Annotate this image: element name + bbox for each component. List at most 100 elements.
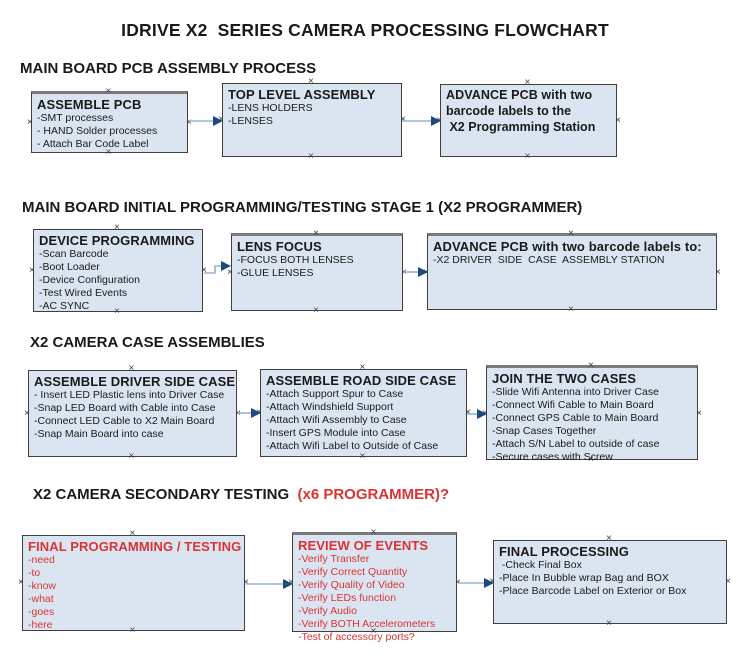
box-item: -Connect GPS Cable to Main Board [492,412,659,424]
box-device-programming[interactable]: DEVICE PROGRAMMING -Scan Barcode -Boot L… [29,223,207,317]
connection-point-icon: × [568,304,574,315]
box-title: FINAL PROCESSING [499,544,629,559]
box-item: -Verify Quality of Video [298,579,405,591]
box-item: -Place Barcode Label on Exterior or Box [499,585,687,597]
connection-point-icon: × [129,528,136,539]
box-final-programming-testing[interactable]: FINAL PROGRAMMING / TESTING -need -to -k… [18,529,249,636]
box-review-of-events[interactable]: REVIEW OF EVENTS -Verify Transfer -Verif… [288,527,461,644]
section-heading-case-assemblies: X2 CAMERA CASE ASSEMBLIES [30,334,265,351]
box-item: -AC SYNC [39,300,90,312]
box-title: REVIEW OF EVENTS [298,538,429,553]
connection-point-icon: × [313,228,319,239]
box-assemble-road-side-case[interactable]: ASSEMBLE ROAD SIDE CASE -Attach Support … [256,363,471,462]
box-title: TOP LEVEL ASSEMBLY [228,87,376,102]
box-item: -Slide Wifi Antenna into Driver Case [492,386,659,398]
connection-point-icon: × [105,86,112,97]
box-item: - HAND Solder processes [37,125,158,137]
box-item: -LENS HOLDERS [228,102,313,114]
box-item: -Test Wired Events [39,287,128,299]
box-top-level-assembly[interactable]: TOP LEVEL ASSEMBLY -LENS HOLDERS -LENSES… [218,77,406,162]
box-item: -LENSES [228,115,273,127]
box-title: LENS FOCUS [237,239,322,254]
connection-point-icon: × [359,451,366,462]
connection-point-icon: × [725,576,731,587]
box-item: X2 Programming Station [446,120,596,134]
connection-point-icon: × [128,363,135,374]
box-item: -here [28,619,53,631]
section-heading-secondary-testing: X2 CAMERA SECONDARY TESTING (x6 PROGRAMM… [33,486,449,503]
box-item: -Connect Wifi Cable to Main Board [492,399,654,411]
page-title: IDRIVE X2 SERIES CAMERA PROCESSING FLOWC… [121,20,609,40]
box-item: -Verify BOTH Accelerometers [298,618,436,630]
box-title: ASSEMBLE ROAD SIDE CASE [266,373,457,388]
box-join-the-two-cases[interactable]: JOIN THE TWO CASES -Slide Wifi Antenna i… [482,360,702,465]
box-lens-focus[interactable]: LENS FOCUS -FOCUS BOTH LENSES -GLUE LENS… [227,228,407,316]
heading-red-part: (x6 PROGRAMMER)? [297,486,450,503]
connection-point-icon: × [313,305,319,316]
box-title: ASSEMBLE PCB [37,97,142,112]
box-title: ADVANCE PCB with two [446,88,593,102]
box-advance-pcb-programming-station[interactable]: ADVANCE PCB with two barcode labels to t… [436,78,621,162]
box-title: JOIN THE TWO CASES [492,371,637,386]
connection-point-icon: × [524,77,531,88]
connection-point-icon: × [715,266,721,278]
box-item: -to [28,567,41,579]
connection-point-icon: × [615,114,621,126]
box-item: -Connect LED Cable to X2 Main Board [34,415,215,427]
connection-point-icon: × [606,533,612,544]
flow-arrow-icon [238,408,261,418]
flow-arrow-icon [246,579,293,589]
connection-point-icon: × [27,117,33,128]
section-heading-initial-programming: MAIN BOARD INITIAL PROGRAMMING/TESTING S… [22,199,583,216]
connection-point-icon: × [370,527,377,538]
connection-point-icon: × [128,451,135,462]
box-item: -Scan Barcode [39,248,109,260]
box-item: barcode labels to the [446,104,572,118]
connection-point-icon: × [29,264,35,276]
connection-point-icon: × [524,151,531,162]
flow-arrow-icon [189,116,223,126]
box-item: -SMT processes [37,112,114,124]
box-item: -Attach Windshield Support [266,401,394,413]
flow-arrow-icon [458,578,494,588]
box-item: -Secure cases with Screw [492,451,613,463]
box-item: -X2 DRIVER SIDE CASE ASSEMBLY STATION [433,254,665,266]
box-item: -Snap Cases Together [492,425,597,437]
box-item: -know [28,580,57,592]
flow-arrow-icon [204,261,231,274]
connection-point-icon: × [18,577,24,588]
box-assemble-driver-side-case[interactable]: ASSEMBLE DRIVER SIDE CASE - Insert LED P… [24,364,241,462]
connection-point-icon: × [308,151,314,162]
connection-point-icon: × [359,362,366,373]
box-advance-pcb-case-assembly[interactable]: ADVANCE PCB with two barcode labels to: … [423,228,721,315]
box-item: -Verify LEDs function [298,592,397,604]
box-item: -Attach Support Spur to Case [266,388,404,400]
box-item: -goes [28,606,55,618]
connection-point-icon: × [114,222,120,233]
box-final-processing[interactable]: FINAL PROCESSING -Check Final Box -Place… [489,534,731,629]
connection-point-icon: × [588,360,594,371]
box-item: -what [28,593,54,605]
connection-point-icon: × [308,76,314,87]
box-item: -Device Configuration [39,274,140,286]
box-item: -Attach Wifi Label to Outside of Case [266,440,439,452]
box-title: ADVANCE PCB with two barcode labels to: [433,239,702,254]
box-title: ASSEMBLE DRIVER SIDE CASE [34,374,236,389]
box-item: -FOCUS BOTH LENSES [237,254,354,266]
box-item: -Test of accessory ports? [298,631,415,643]
box-item: - Insert LED Plastic lens into Driver Ca… [34,389,225,401]
box-item: -Attach Wifi Assembly to Case [266,414,407,426]
box-title: FINAL PROGRAMMING / TESTING [28,539,242,554]
heading-black-part: X2 CAMERA SECONDARY TESTING [33,486,298,503]
box-title: DEVICE PROGRAMMING [39,233,195,248]
box-assemble-pcb[interactable]: ASSEMBLE PCB -SMT processes - HAND Solde… [27,86,192,158]
box-item: -need [28,554,55,566]
flow-arrow-icon [467,409,487,419]
box-item: -Verify Transfer [298,553,370,565]
connection-point-icon: × [568,228,574,239]
box-item: - Attach Bar Code Label [37,138,149,150]
box-item: -Verify Correct Quantity [298,566,408,578]
box-item: -Insert GPS Module into Case [266,427,406,439]
box-item: -Check Final Box [499,559,582,571]
